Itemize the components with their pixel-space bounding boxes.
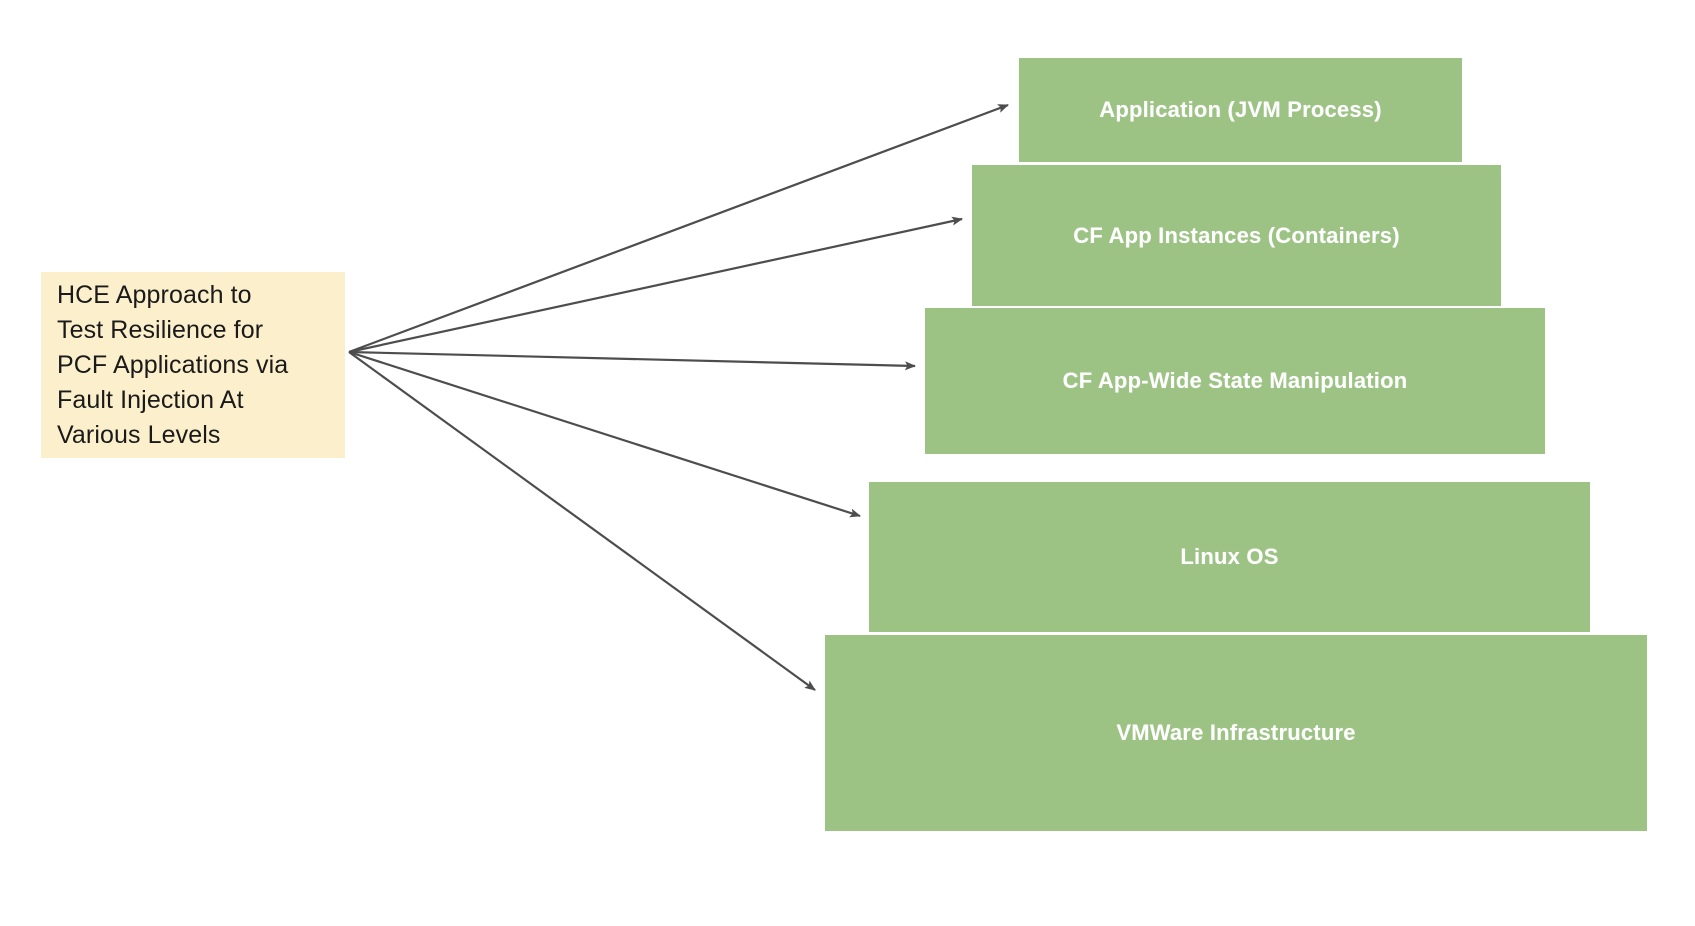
layer-box-cf-app-wide-state[interactable]: CF App-Wide State Manipulation — [925, 308, 1545, 454]
layer-box-vmware-infrastructure[interactable]: VMWare Infrastructure — [825, 635, 1647, 831]
arrow-to-linux-os — [348, 350, 861, 518]
layer-box-cf-app-instances[interactable]: CF App Instances (Containers) — [972, 165, 1501, 306]
arrow-to-cf-app-instances — [348, 216, 963, 354]
arrow-to-application — [348, 103, 1009, 354]
arrow-to-cf-app-wide-state — [348, 350, 916, 371]
source-note-hce-approach: HCE Approach to Test Resilience for PCF … — [41, 272, 345, 458]
layer-box-application[interactable]: Application (JVM Process) — [1019, 58, 1462, 162]
layer-box-linux-os[interactable]: Linux OS — [869, 482, 1590, 632]
arrow-to-vmware-infrastructure — [348, 351, 816, 691]
